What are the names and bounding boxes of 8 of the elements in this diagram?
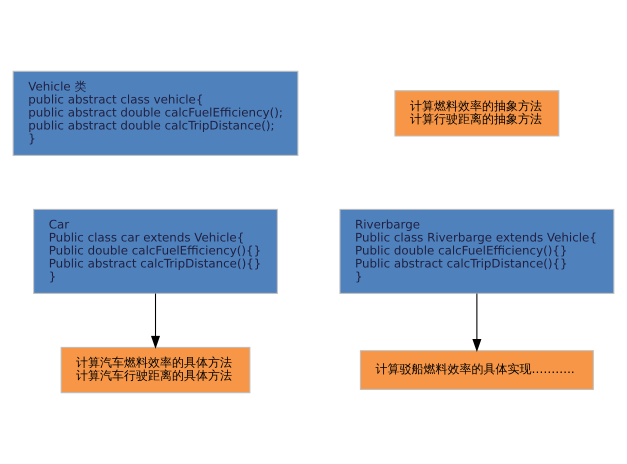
arrow [472,294,482,352]
node-box: 计算燃料效率的抽象方法 计算行驶距离的抽象方法 [394,90,560,137]
node-box: Vehicle 类 public abstract class vehicle{ public abstract double calcFuelEfficiency(); public abstract double calcTripDistance(); } [12,70,298,156]
arrow [150,294,160,349]
node-box: 计算汽车燃料效率的具体方法 计算汽车行驶距离的具体方法 [60,346,250,394]
node-box: Riverbarge Public class Riverbarge extends Vehicle{ Public double calcFuelEfficiency(){} Public abstract calcTripDistance(){} } [339,208,614,294]
node-box: Car Public class car extends Vehicle{ Public double calcFuelEfficiency(){} Public abstract calcTripDistance(){} } [33,208,278,294]
node-box: 计算驳船燃料效率的具体实现……….. [360,350,594,390]
